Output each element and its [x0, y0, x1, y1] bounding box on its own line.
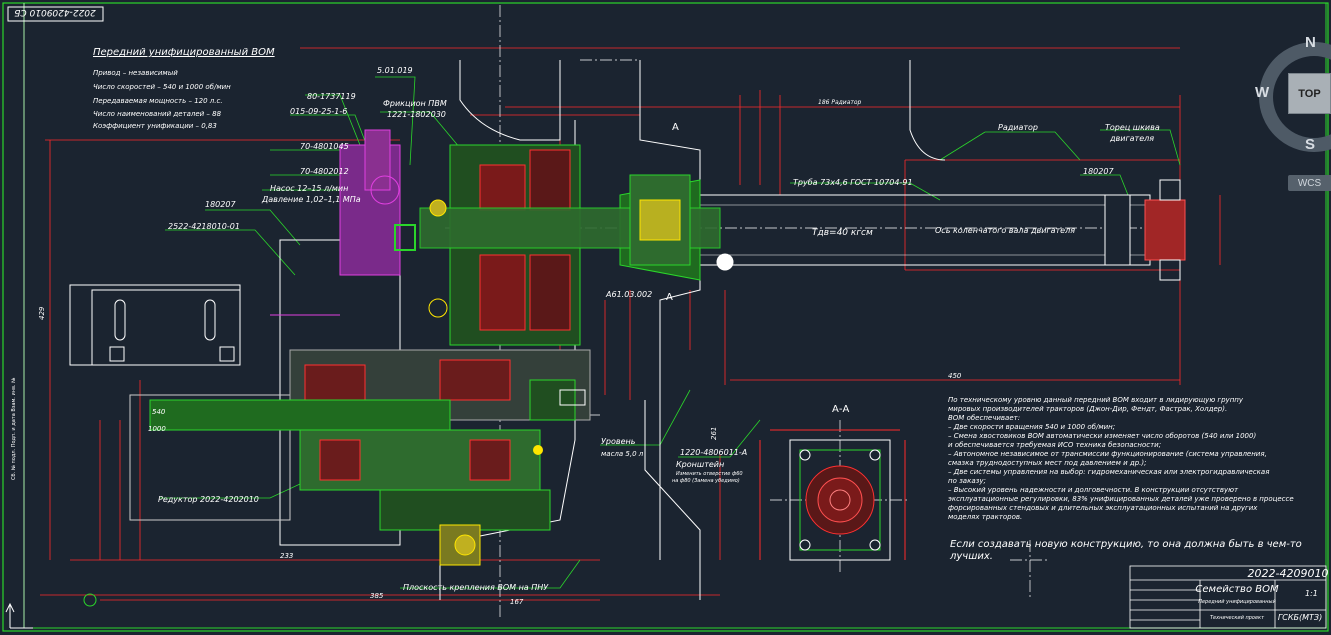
- left-margin-text: Сб. № подл. Подп. и дата Взам. инв. №: [11, 377, 17, 480]
- dim-186: 186 Радиатор: [818, 99, 862, 106]
- label-2522: 2522-4218010-01: [168, 222, 240, 231]
- label-bracket-2: Изменить отверстие ф60: [676, 471, 743, 477]
- note-line-13: форсированных стендовых и длительных экс…: [948, 504, 1258, 512]
- doc-number-rotated: 2022-4209010 СБ: [14, 7, 96, 17]
- spec-line-5: Коэффициент унификации – 0,83: [93, 122, 217, 130]
- note-line-11: – Высокий уровень надежности и долговечн…: [948, 486, 1239, 494]
- dim-1000: 1000: [148, 425, 166, 433]
- label-reductor: Редуктор 2022-4202010: [158, 495, 259, 504]
- title-stage: Технический проект: [1210, 615, 1265, 621]
- technical-notes: По техническому уровню данный передний В…: [948, 396, 1302, 562]
- dim-385: 385: [370, 592, 384, 600]
- spec-line-3: Передаваемая мощность – 120 л.с.: [93, 97, 223, 105]
- ucs-icon: [5, 602, 33, 629]
- label-torec-2: двигателя: [1109, 134, 1154, 143]
- dim-540: 540: [152, 408, 166, 416]
- title-name-line2: Передний унифицированный: [1198, 599, 1276, 605]
- title-name-line1: Семейство ВОМ: [1195, 584, 1279, 595]
- label-015: 015-09-25-1-6: [290, 107, 347, 116]
- callouts: 5.01.019 80-1737119 015-09-25-1-6 Фрикци…: [38, 66, 1160, 606]
- dim-450: 450: [948, 372, 962, 380]
- label-pump: Насос 12–15 л/мин: [270, 184, 348, 193]
- label-section-aa: А-А: [832, 404, 849, 415]
- label-torque: Тдв=40 кгсм: [812, 228, 873, 238]
- spec-line-1: Привод – независимый: [93, 69, 178, 77]
- dim-167: 167: [510, 598, 524, 606]
- title-doc-number: 2022-4209010: [1248, 567, 1329, 580]
- spec-title: Передний унифицированный ВОМ: [93, 47, 275, 58]
- label-bracket-3: на ф80 (Замена убедимо): [672, 478, 740, 484]
- label-180207-right: 180207: [1083, 167, 1114, 176]
- label-tube: Труба 73х4,6 ГОСТ 10704-91: [793, 178, 913, 187]
- label-70-4801045: 70-4801045: [300, 142, 349, 151]
- label-level-2: масла 5,0 л: [601, 450, 644, 458]
- label-level-1: Уровень: [601, 437, 636, 446]
- label-friction: Фрикцион ПВМ: [383, 99, 447, 108]
- note-line-6: и обеспечивается требуемая ИСО техника б…: [948, 441, 1161, 449]
- note-line-5: – Смена хвостовиков ВОМ автоматически из…: [948, 432, 1256, 440]
- top-left-stamp-box: [7, 6, 104, 22]
- note-line-1: По техническому уровню данный передний В…: [948, 396, 1244, 404]
- dim-261: 261: [710, 427, 718, 440]
- label-a61: А61.03.002: [605, 290, 652, 299]
- compass-south-label[interactable]: S: [1305, 136, 1316, 153]
- dim-233: 233: [280, 552, 293, 560]
- note-closing-2: лучших.: [949, 551, 993, 562]
- dim-429: 429: [38, 306, 46, 320]
- label-80-1737119: 80-1737119: [307, 92, 356, 101]
- title-org: ГСКБ(МТЗ): [1278, 613, 1322, 622]
- label-section-a-top: А: [672, 122, 679, 133]
- compass-north-label[interactable]: N: [1305, 34, 1316, 51]
- label-radiator: Радиатор: [998, 123, 1038, 132]
- label-bracket: Кронштейн: [676, 460, 724, 469]
- spec-line-4: Число наименований деталей – 88: [93, 110, 222, 118]
- label-plane: Плоскость крепления ВОМ на ПНУ: [403, 583, 549, 592]
- view-cube-top-face[interactable]: TOP: [1288, 73, 1331, 114]
- center-lines: [150, 5, 1185, 620]
- compass-west-label[interactable]: W: [1255, 84, 1270, 101]
- section-aa-view: [759, 429, 906, 561]
- label-pressure: Давление 1,02–1,1 МПа: [261, 195, 361, 204]
- label-section-a-bottom: А: [666, 292, 673, 303]
- note-line-12: эксплуатационные регулировки, 83% унифиц…: [948, 495, 1294, 503]
- dimension-lines: [40, 47, 1221, 601]
- note-closing: Если создавать новую конструкцию, то она…: [950, 538, 1302, 550]
- label-1220: 1220-4806011-А: [680, 448, 747, 457]
- title-scale: 1:1: [1305, 589, 1318, 598]
- wcs-menu-button[interactable]: WCS: [1288, 175, 1331, 191]
- spec-lines: Привод – независимый Число скоростей – 5…: [93, 69, 231, 130]
- note-line-4: – Две скорости вращения 540 и 1000 об/ми…: [948, 423, 1115, 431]
- label-180207-left: 180207: [205, 200, 236, 209]
- note-line-10: по заказу;: [948, 477, 986, 485]
- note-line-3: ВОМ обеспечивает:: [948, 414, 1020, 422]
- spec-line-2: Число скоростей – 540 и 1000 об/мин: [93, 83, 231, 91]
- note-line-8: смазка труднодоступных мест под давление…: [948, 459, 1147, 467]
- view-cube[interactable]: N W S TOP: [1255, 32, 1331, 172]
- title-block: [1129, 565, 1327, 629]
- label-1221: 1221-1802030: [387, 110, 446, 119]
- label-5-01-019: 5.01.019: [377, 66, 413, 75]
- gearbox-section: [149, 129, 721, 566]
- note-line-9: – Две системы управления на выбор: гидро…: [948, 468, 1269, 476]
- note-line-14: моделях тракторов.: [948, 513, 1022, 521]
- label-axis: Ось коленчатого вала двигателя: [935, 226, 1075, 235]
- green-marker: [83, 593, 97, 607]
- left-bracket: [91, 289, 340, 366]
- label-torec-1: Торец шкива: [1105, 123, 1160, 132]
- note-line-2: мировых производителей тракторов (Джон-Д…: [948, 405, 1227, 413]
- note-line-7: – Автономное независимое от трансмиссии …: [948, 450, 1267, 458]
- label-70-4802012: 70-4802012: [300, 167, 349, 176]
